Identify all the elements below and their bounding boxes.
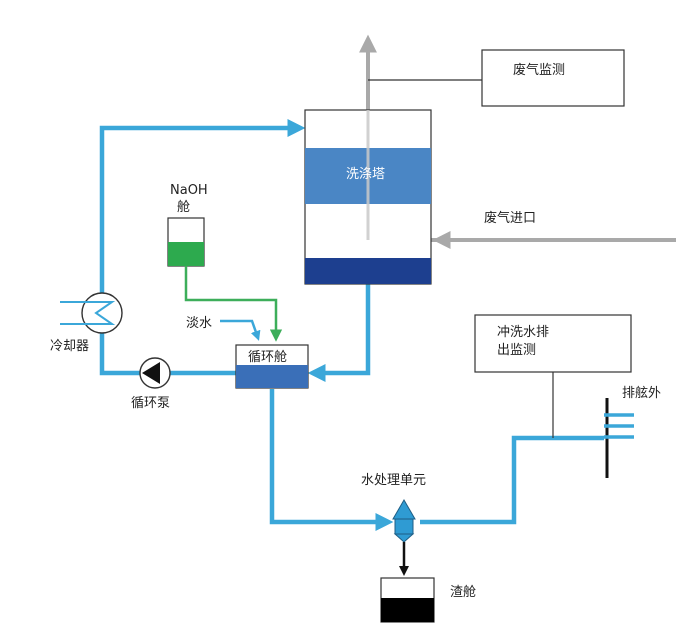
pump-arrow	[142, 362, 160, 384]
circulation-tank: 循环舱	[235, 344, 309, 389]
exhaust-inlet-label: 废气进口	[484, 210, 536, 226]
pump-icon	[139, 357, 171, 389]
exhaust-monitor: 废气监测	[368, 49, 625, 107]
pump-label: 循环泵	[131, 396, 170, 411]
wash-water-monitor-label-line2: 出监测	[497, 343, 536, 358]
sludge-tank-fill	[381, 598, 434, 622]
treatment-unit-bottom	[393, 533, 415, 543]
exhaust-monitor-box	[481, 49, 625, 107]
sludge-tank-label: 渣舱	[450, 585, 476, 600]
fresh-water-line	[220, 319, 261, 341]
wash-water-monitor-box	[474, 314, 632, 373]
wash-water-monitor-label-line1: 冲洗水排	[497, 325, 549, 340]
naoh-tank: NaOH 舱	[167, 183, 208, 267]
tower-return-line	[307, 283, 371, 382]
tower-label: 洗涤塔	[346, 167, 385, 182]
outlet-comb-icon	[604, 398, 634, 478]
circulation-tank-label: 循环舱	[248, 350, 287, 365]
treatment-unit-body	[394, 518, 414, 535]
circulation-tank-fill	[236, 365, 308, 388]
wash-water-monitor: 冲洗水排 出监测	[474, 314, 632, 438]
water-treatment-unit: 水处理单元	[361, 473, 426, 543]
cooler-body	[81, 292, 123, 334]
treatment-unit-top	[392, 499, 416, 520]
overboard-label: 排舷外	[622, 385, 661, 401]
treatment-unit-label: 水处理单元	[361, 473, 426, 488]
naoh-label-line2: 舱	[177, 200, 190, 215]
exhaust-monitor-label: 废气监测	[513, 62, 565, 78]
water-circuit	[99, 119, 604, 531]
naoh-tank-fill	[168, 242, 204, 266]
tank-to-treatment-line	[269, 389, 394, 531]
tower-sump	[305, 258, 431, 284]
cooler-coil	[80, 301, 116, 325]
cooler-label: 冷却器	[50, 339, 89, 354]
scrubber-tower: 洗涤塔	[304, 109, 432, 285]
naoh-label-line1: NaOH	[170, 183, 208, 198]
naoh-feed-line	[184, 266, 283, 342]
supply-line-to-tower	[99, 119, 306, 376]
heat-exchanger-icon	[60, 292, 123, 334]
fresh-water-label: 淡水	[186, 316, 212, 331]
sludge-tank: 渣舱	[380, 577, 476, 623]
treatment-to-overboard-line	[420, 435, 604, 525]
